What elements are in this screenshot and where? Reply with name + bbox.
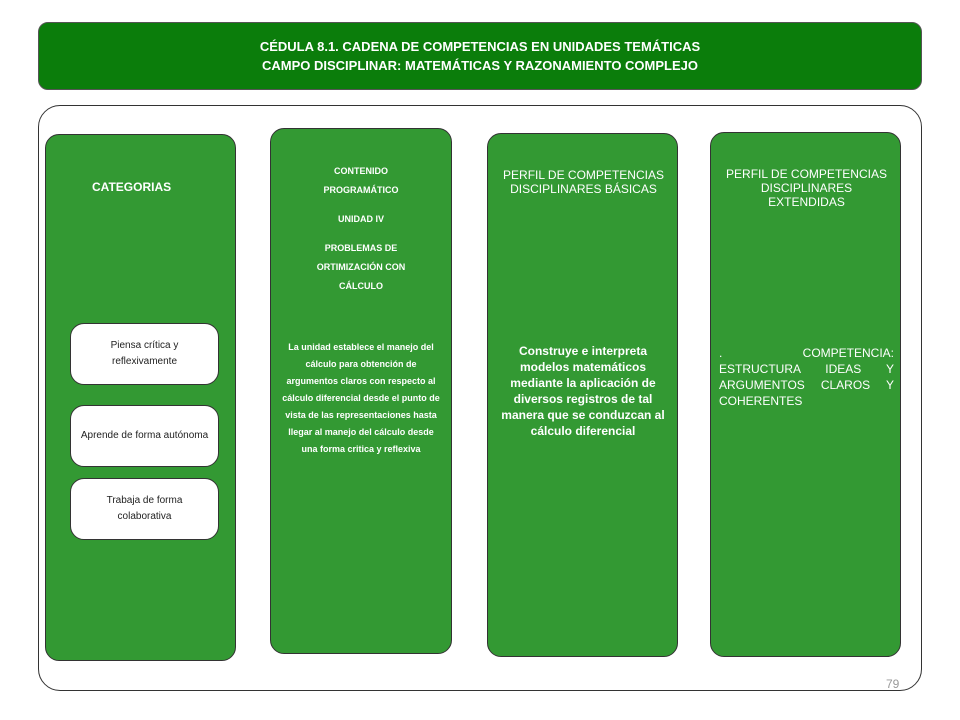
header-title-line1: CÉDULA 8.1. CADENA DE COMPETENCIAS EN UN… [259,39,701,54]
content-unit: UNIDAD IV [337,214,384,224]
content-unit-title: PROBLEMAS DE ORTIMIZACIÓN CON CÁLCULO [316,243,406,291]
header-banner: CÉDULA 8.1. CADENA DE COMPETENCIAS EN UN… [38,22,922,90]
basic-profile-column: PERFIL DE COMPETENCIAS DISCIPLINARES BÁS… [487,133,678,657]
category-item: Trabaja de forma colaborativa [70,478,219,540]
basic-profile-text: Construye e interpreta modelos matemátic… [501,344,665,438]
extended-profile-title: PERFIL DE COMPETENCIAS DISCIPLINARES EXT… [726,167,887,209]
categories-column: CATEGORIAS Piensa crítica y reflexivamen… [45,134,236,661]
content-column: CONTENIDO PROGRAMÁTICO UNIDAD IV PROBLEM… [270,128,452,654]
extended-profile-text: . COMPETENCIA: ESTRUCTURA IDEAS Y ARGUME… [719,346,894,408]
basic-profile-title: PERFIL DE COMPETENCIAS DISCIPLINARES BÁS… [503,168,664,196]
categories-title: CATEGORIAS [92,180,172,194]
category-item: Aprende de forma autónoma [70,405,219,467]
content-heading: CONTENIDO PROGRAMÁTICO UNIDAD IV PROBLEM… [271,162,451,296]
category-item: Piensa crítica y reflexivamente [70,323,219,385]
header-title-line2: CAMPO DISCIPLINAR: MATEMÁTICAS Y RAZONAM… [262,58,698,73]
content-frame [38,105,922,691]
content-label: CONTENIDO PROGRAMÁTICO [323,166,399,195]
extended-profile-column: PERFIL DE COMPETENCIAS DISCIPLINARES EXT… [710,132,901,657]
content-description: La unidad establece el manejo del cálcul… [282,342,440,454]
page-number: 79 [886,677,900,691]
